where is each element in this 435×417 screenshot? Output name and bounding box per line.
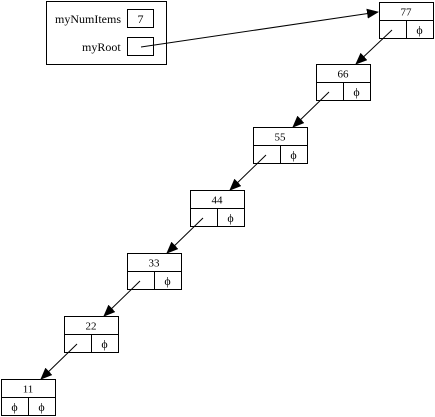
root-label: myRoot [82,40,121,54]
tree-object: myNumItems 7 myRoot [46,1,167,65]
root-pointer-arrow [140,8,379,48]
right-null-symbol: ϕ [353,85,359,99]
left-child-arrow [103,280,141,317]
left-child-arrow [229,154,267,191]
right-null-symbol: ϕ [38,400,44,414]
left-child-arrow [40,343,78,380]
num-items-cell [127,9,154,28]
node-value: 77 [401,7,413,19]
tree-node-55: 55ϕ [253,127,308,164]
num-items-value: 7 [138,12,144,26]
right-null-symbol: ϕ [416,23,422,37]
right-null-symbol: ϕ [101,337,107,351]
num-items-label: myNumItems [55,12,121,26]
tree-node-22: 22 ϕ [64,316,119,353]
node-value: 44 [212,195,224,207]
right-null-symbol: ϕ [290,148,296,162]
right-null-symbol: ϕ [164,274,170,288]
node-value: 66 [338,69,350,81]
tree-node-44: 44ϕ [190,190,245,227]
tree-node-11: 11 ϕ ϕ [1,379,56,416]
node-value: 11 [23,384,34,396]
left-null-symbol: ϕ [11,400,17,414]
node-value: 55 [275,132,287,144]
tree-node-66: 66ϕ [316,64,371,101]
tree-node-77: 77ϕ [379,2,434,39]
root-cell [127,37,154,56]
node-value: 22 [86,321,97,333]
tree-node-33: 33ϕ [127,253,182,290]
left-child-arrow [292,91,330,128]
left-child-arrow [166,217,204,254]
node-value: 33 [149,258,161,270]
left-child-arrow [355,29,393,65]
right-null-symbol: ϕ [227,211,233,225]
